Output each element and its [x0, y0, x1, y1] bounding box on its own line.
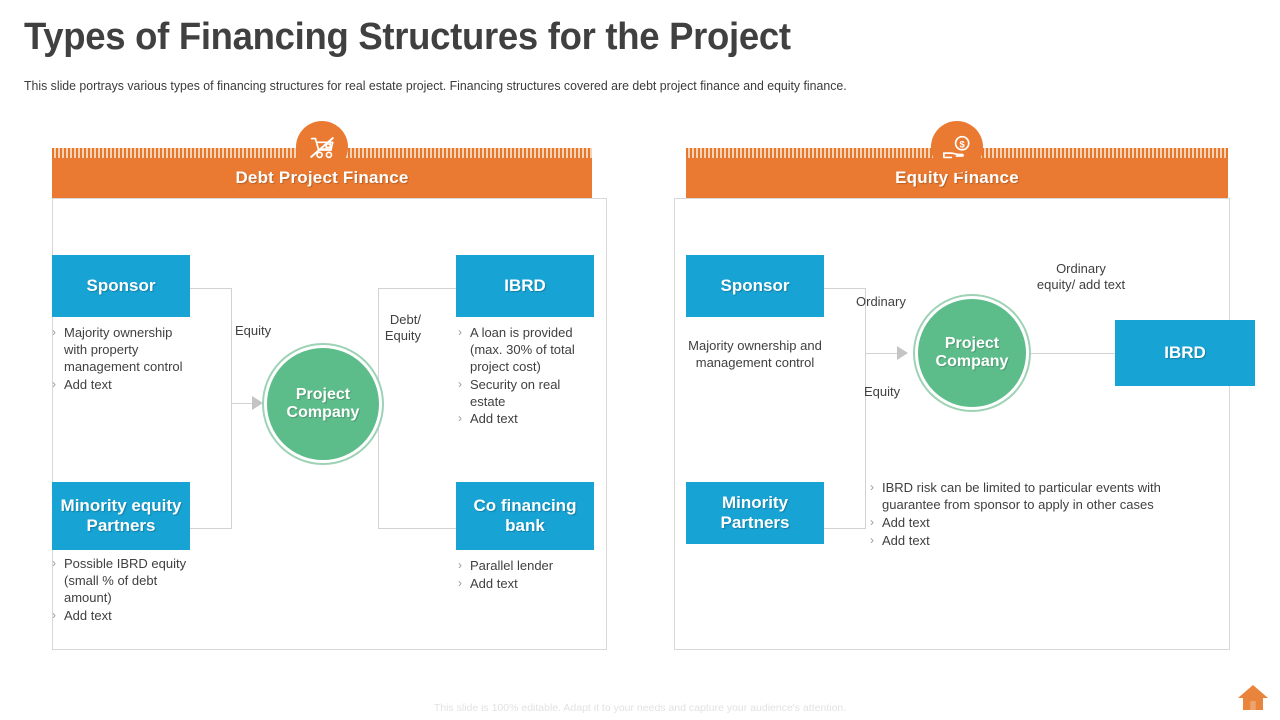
chevron-right-icon: ›: [458, 376, 462, 391]
panel-equity-finance: Equity Finance $ Sponsor Majority owners: [674, 121, 1255, 650]
bullet-item: › A loan is provided (max. 30% of total …: [458, 325, 575, 374]
node-ibrd-equity[interactable]: IBRD: [1115, 320, 1255, 386]
hand-money-icon: $: [931, 121, 983, 173]
bullet-item: › Possible IBRD equity (small % of debt …: [52, 556, 187, 605]
edge-label-equity-equity: Equity: [864, 384, 901, 399]
chevron-right-icon: ›: [458, 558, 462, 572]
description-sponsor-equity: Majority ownership and management contro…: [688, 338, 822, 371]
bullet-item: › Add text: [458, 411, 518, 427]
bullets-minority-debt: › Possible IBRD equity (small % of debt …: [52, 556, 188, 626]
chevron-right-icon: ›: [458, 411, 462, 426]
edge-label-equity-debt: Equity: [235, 323, 272, 338]
node-minority-partners-equity[interactable]: Minority Partners: [686, 482, 824, 544]
bullet-item: › Parallel lender: [458, 558, 554, 573]
chevron-right-icon: ›: [458, 575, 462, 590]
chevron-right-icon: ›: [52, 556, 56, 570]
node-minority-equity-partners-debt[interactable]: Minority equity Partners: [52, 482, 190, 550]
bullets-ibrd-debt: › A loan is provided (max. 30% of total …: [458, 325, 596, 429]
bullet-item: › Add text: [870, 532, 930, 548]
node-sponsor-debt[interactable]: Sponsor: [52, 255, 190, 317]
node-co-financing-bank-debt[interactable]: Co financing bank: [456, 482, 594, 550]
bullets-minority-equity: › IBRD risk can be limited to particular…: [870, 480, 1222, 551]
shopping-cart-icon: [296, 121, 348, 173]
bullet-item: › IBRD risk can be limited to particular…: [870, 480, 1161, 512]
panel-debt-project-finance: Debt Project Finance: [40, 121, 607, 650]
chevron-right-icon: ›: [870, 480, 874, 494]
chevron-right-icon: ›: [870, 532, 874, 547]
edge-label-ordinary-equity-add-text: Ordinary equity/ add text: [1036, 261, 1126, 293]
bullet-item: › Add text: [52, 376, 112, 392]
bullet-item: › Security on real estate: [458, 376, 561, 409]
svg-text:$: $: [960, 139, 966, 149]
bullet-item: › Majority ownership with property manag…: [52, 325, 183, 374]
bullets-cofinancing-debt: › Parallel lender › Add text: [458, 558, 596, 594]
bullet-item: › Add text: [870, 514, 930, 530]
bullet-item: › Add text: [458, 575, 518, 591]
page-title: Types of Financing Structures for the Pr…: [24, 16, 791, 58]
chevron-right-icon: ›: [52, 376, 56, 391]
node-project-company-debt[interactable]: Project Company: [264, 345, 382, 463]
chevron-right-icon: ›: [52, 607, 56, 622]
home-icon: [1236, 682, 1270, 712]
bullets-sponsor-debt: › Majority ownership with property manag…: [52, 325, 184, 395]
node-sponsor-equity[interactable]: Sponsor: [686, 255, 824, 317]
node-project-company-equity[interactable]: Project Company: [915, 296, 1029, 410]
bullet-item: › Add text: [52, 607, 112, 623]
chevron-right-icon: ›: [458, 325, 462, 339]
chevron-right-icon: ›: [870, 514, 874, 529]
footer-note: This slide is 100% editable. Adapt it to…: [433, 702, 847, 714]
node-ibrd-debt[interactable]: IBRD: [456, 255, 594, 317]
edge-label-debt-equity: Debt/ Equity: [384, 312, 421, 344]
page-subtitle: This slide portrays various types of fin…: [24, 79, 847, 93]
edge-label-ordinary-equity: Ordinary: [856, 294, 906, 309]
chevron-right-icon: ›: [52, 325, 56, 339]
